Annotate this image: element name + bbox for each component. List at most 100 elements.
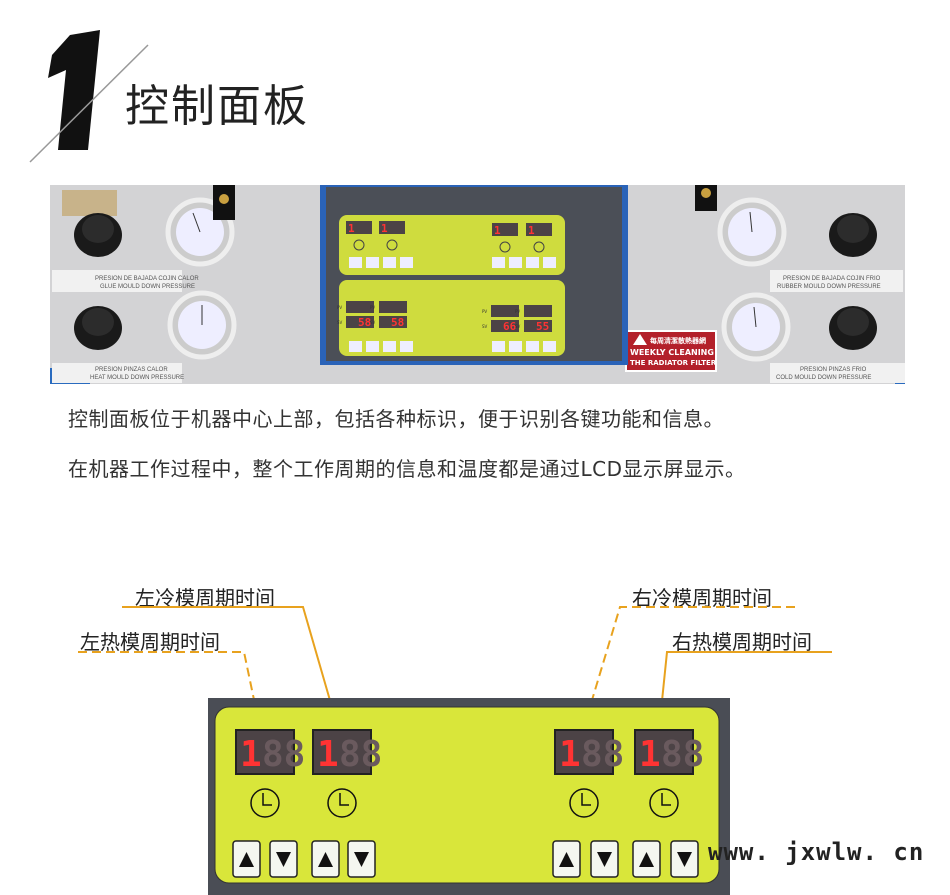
- callout-left-cold: 左冷模周期时间: [135, 586, 275, 610]
- mini-arrow-button[interactable]: [383, 341, 396, 352]
- mini-arrow-button[interactable]: [509, 341, 522, 352]
- warning-sticker: 每周清潔散熱器網 WEEKLY CLEANING THE RADIATOR FI…: [625, 330, 717, 372]
- label-es: PRESION PINZAS CALOR: [95, 367, 168, 373]
- mini-arrow-button[interactable]: [366, 341, 379, 352]
- down-arrow-button[interactable]: [590, 840, 619, 878]
- triangle-up-icon: [318, 852, 333, 867]
- pressure-knob[interactable]: [829, 306, 877, 350]
- label-es: PRESION PINZAS FRIO: [800, 367, 867, 373]
- timer-display: [492, 223, 518, 236]
- triangle-down-icon: [597, 852, 612, 867]
- clock-icon: [327, 788, 357, 818]
- sv-label: SV: [515, 324, 521, 329]
- timer-display: [554, 729, 614, 775]
- triangle-up-icon: [239, 852, 254, 867]
- clock-icon: [250, 788, 280, 818]
- pressure-knob[interactable]: [829, 213, 877, 257]
- timer-value: 1: [240, 734, 262, 775]
- timer-display: [346, 221, 372, 234]
- pressure-gauge: [167, 290, 237, 360]
- clock-icon: [569, 788, 599, 818]
- timer-value: 1: [639, 734, 661, 775]
- triangle-up-icon: [559, 852, 574, 867]
- temperature-panel: [339, 280, 565, 356]
- mini-arrow-button[interactable]: [543, 257, 556, 268]
- up-arrow-button[interactable]: [552, 840, 581, 878]
- pressure-knob[interactable]: [74, 213, 122, 257]
- clock-hands: [262, 793, 272, 806]
- timer-display: [312, 729, 372, 775]
- clock-hands: [339, 793, 349, 806]
- timer-dim-digits: 88: [262, 734, 305, 775]
- triangle-up-icon: [639, 852, 654, 867]
- mini-arrow-button[interactable]: [383, 257, 396, 268]
- sv-display: [346, 316, 374, 328]
- down-arrow-button[interactable]: [269, 840, 298, 878]
- mini-arrow-button[interactable]: [366, 257, 379, 268]
- control-panel-photo: PRESION DE BAJADA COJIN CALOR GLUE MOULD…: [50, 185, 905, 384]
- description-line: 控制面板位于机器中心上部，包括各种标识，便于识别各键功能和信息。: [68, 407, 724, 431]
- mini-arrow-button[interactable]: [349, 341, 362, 352]
- timer-display: [526, 223, 552, 236]
- sv-display: [524, 320, 552, 332]
- mini-arrow-button[interactable]: [509, 257, 522, 268]
- mini-arrow-button[interactable]: [349, 257, 362, 268]
- mini-arrow-button[interactable]: [400, 257, 413, 268]
- pressure-gauge: [717, 197, 787, 267]
- header-graphic: [29, 30, 149, 163]
- clock-hands: [661, 793, 671, 806]
- mini-arrow-button[interactable]: [492, 257, 505, 268]
- description-line: 在机器工作过程中，整个工作周期的信息和温度都是通过LCD显示屏显示。: [68, 457, 746, 481]
- timer-value: 1: [559, 734, 581, 775]
- sv-display: [379, 316, 407, 328]
- sv-display: [491, 320, 519, 332]
- pv-display: [379, 301, 407, 313]
- mini-arrow-button[interactable]: [526, 341, 539, 352]
- sv-label: SV: [482, 324, 488, 329]
- timer-value: 1: [494, 224, 501, 237]
- down-arrow-button[interactable]: [670, 840, 699, 878]
- clock-icon: [386, 239, 398, 251]
- pv-display: [491, 305, 519, 317]
- warning-line2: THE RADIATOR FILTER: [630, 359, 717, 367]
- timer-dim-digits: 88: [661, 734, 704, 775]
- mini-arrow-button[interactable]: [543, 341, 556, 352]
- triangle-down-icon: [276, 852, 291, 867]
- up-arrow-button[interactable]: [232, 840, 261, 878]
- label-es: PRESION DE BAJADA COJIN FRIO: [783, 276, 881, 282]
- callout-right-hot: 右热模周期时间: [672, 630, 812, 654]
- callout-right-cold: 右冷模周期时间: [632, 586, 772, 610]
- up-arrow-button[interactable]: [311, 840, 340, 878]
- timer-value: 1: [348, 222, 355, 235]
- triangle-down-icon: [354, 852, 369, 867]
- timer-display: [379, 221, 405, 234]
- warning-line1: WEEKLY CLEANING: [630, 348, 714, 357]
- mini-arrow-button[interactable]: [492, 341, 505, 352]
- timer-value: 1: [528, 224, 535, 237]
- pv-label: PV: [482, 309, 487, 314]
- pv-label: PV: [515, 309, 520, 314]
- label-en: HEAT MOULD DOWN PRESSURE: [90, 375, 184, 381]
- pv-label: PV: [337, 305, 342, 310]
- pv-display: [346, 301, 374, 313]
- page-title: 控制面板: [125, 81, 309, 132]
- label-en: COLD MOULD DOWN PRESSURE: [776, 375, 871, 381]
- timer-display: [235, 729, 295, 775]
- sv-label: SV: [370, 320, 376, 325]
- pv-display: [524, 305, 552, 317]
- diagonal-divider: [29, 44, 149, 163]
- mini-arrow-button[interactable]: [526, 257, 539, 268]
- timer-value: 1: [317, 734, 339, 775]
- pv-label: PV: [370, 305, 375, 310]
- sv-label: SV: [337, 320, 343, 325]
- pressure-knob[interactable]: [74, 306, 122, 350]
- down-arrow-button[interactable]: [347, 840, 376, 878]
- clock-icon: [353, 239, 365, 251]
- sticker: [62, 190, 117, 216]
- temperature-setpoint: 58: [391, 316, 404, 329]
- triangle-down-icon: [677, 852, 692, 867]
- mini-arrow-button[interactable]: [400, 341, 413, 352]
- label-en: GLUE MOULD DOWN PRESSURE: [100, 284, 195, 290]
- up-arrow-button[interactable]: [632, 840, 661, 878]
